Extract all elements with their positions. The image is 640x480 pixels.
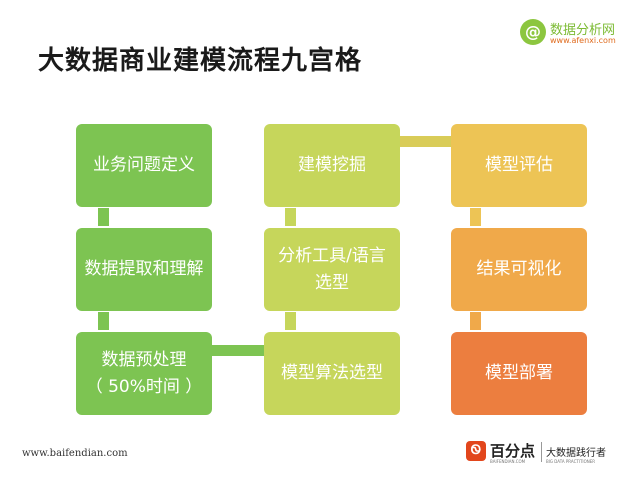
step-algorithm-selection: 模型算法选型 — [264, 332, 400, 415]
step-label: 模型部署 — [485, 363, 553, 384]
step-label: 模型算法选型 — [281, 363, 383, 384]
brand-slogan: 大数据践行者 — [546, 448, 606, 459]
brand-sub: BAIFENDIAN.COM — [490, 459, 526, 464]
step-label: 业务问题定义 — [93, 155, 195, 176]
connector-c2-c3 — [400, 136, 453, 147]
brand-slogan-sub: BIG DATA PRACTITIONER — [546, 459, 596, 464]
step-label: 结果可视化 — [476, 259, 562, 280]
connector-c1-23 — [98, 312, 109, 330]
connector-c3-12 — [470, 208, 481, 226]
step-deployment: 模型部署 — [451, 332, 587, 415]
baifendian-logo: Ꮻ 百分点 BAIFENDIAN.COM 大数据践行者 BIG DATA PRA… — [466, 438, 636, 468]
logo-domain: www.afenxi.com — [550, 36, 616, 45]
connector-c2-32 — [285, 312, 296, 330]
brand-name: 百分点 — [490, 442, 536, 460]
connector-c1-c2 — [212, 345, 265, 356]
logo-name: 数据分析网 — [550, 23, 616, 38]
step-label: 数据提取和理解 — [84, 259, 204, 280]
step-label: 建模挖掘 — [298, 155, 366, 176]
connector-c3-23 — [470, 312, 481, 330]
step-label: 模型评估 — [485, 155, 553, 176]
step-label-cont: 选型 — [315, 272, 349, 293]
step-label: 数据预处理 — [101, 350, 187, 371]
brand-divider — [541, 442, 542, 462]
footer-url: www.baifendian.com — [22, 448, 128, 459]
connector-c2-21 — [285, 208, 296, 226]
afenxi-logo: @ 数据分析网 www.afenxi.com — [520, 14, 638, 50]
brand-mark-icon: Ꮻ — [466, 441, 486, 461]
page-title: 大数据商业建模流程九宫格 — [38, 46, 363, 76]
step-model-evaluation: 模型评估 — [451, 124, 587, 207]
step-preprocessing: 数据预处理 （ 50%时间 ） — [76, 332, 212, 415]
step-visualization: 结果可视化 — [451, 228, 587, 311]
step-business-problem: 业务问题定义 — [76, 124, 212, 207]
step-note: （ 50%时间 ） — [85, 376, 203, 397]
step-label: 分析工具/语言 — [278, 246, 386, 267]
connector-c1-12 — [98, 208, 109, 226]
at-icon: @ — [520, 19, 546, 45]
step-modeling: 建模挖掘 — [264, 124, 400, 207]
step-data-extraction: 数据提取和理解 — [76, 228, 212, 311]
step-tool-selection: 分析工具/语言 选型 — [264, 228, 400, 311]
